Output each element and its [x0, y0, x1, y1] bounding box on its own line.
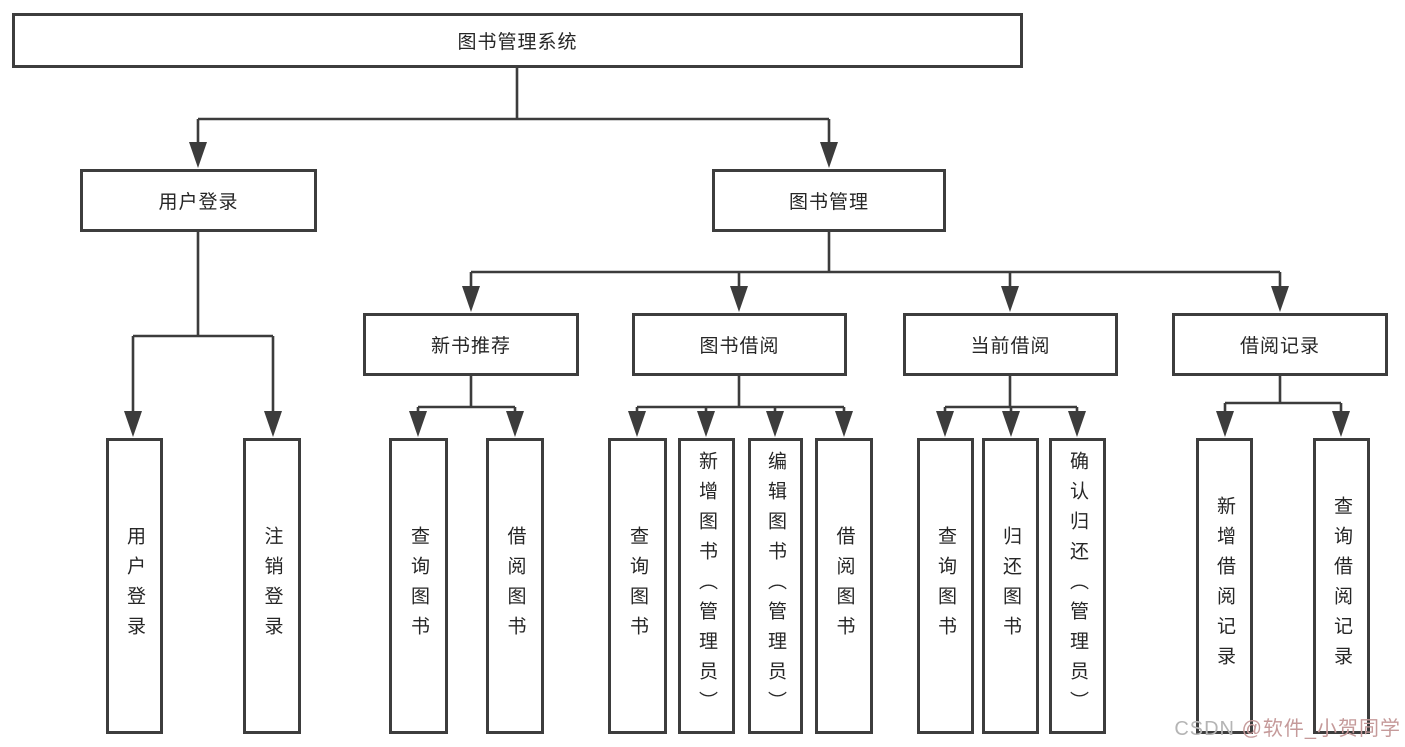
- node-user-login: 用户登录: [80, 169, 317, 232]
- leaf-logout-login: 注销登录: [243, 438, 301, 734]
- watermark-prefix: CSDN: [1174, 718, 1242, 740]
- node-borrow-records: 借阅记录: [1172, 313, 1388, 376]
- leaf-nb-borrow-books: 借阅图书: [486, 438, 544, 734]
- leaf-cb-return-books: 归还图书: [982, 438, 1039, 734]
- leaf-bb-edit-books-admin: 编辑图书（管理员）: [748, 438, 803, 734]
- leaf-user-login: 用户登录: [106, 438, 163, 734]
- leaf-bb-query-books: 查询图书: [608, 438, 667, 734]
- leaf-bb-borrow-books: 借阅图书: [815, 438, 873, 734]
- leaf-cb-confirm-return-admin: 确认归还（管理员）: [1049, 438, 1106, 734]
- node-book-borrow: 图书借阅: [632, 313, 847, 376]
- leaf-nb-query-books: 查询图书: [389, 438, 448, 734]
- leaf-br-add-record: 新增借阅记录: [1196, 438, 1253, 734]
- node-root: 图书管理系统: [12, 13, 1023, 68]
- leaf-bb-add-books-admin: 新增图书（管理员）: [678, 438, 735, 734]
- arrowheads: [124, 142, 1350, 437]
- node-current-borrow: 当前借阅: [903, 313, 1118, 376]
- node-new-book-recommend: 新书推荐: [363, 313, 579, 376]
- leaf-cb-query-books: 查询图书: [917, 438, 974, 734]
- leaf-br-query-record: 查询借阅记录: [1313, 438, 1370, 734]
- watermark: CSDN @软件_小贺同学: [1174, 712, 1401, 741]
- watermark-handle: @软件_小贺同学: [1241, 718, 1401, 740]
- node-book-management: 图书管理: [712, 169, 946, 232]
